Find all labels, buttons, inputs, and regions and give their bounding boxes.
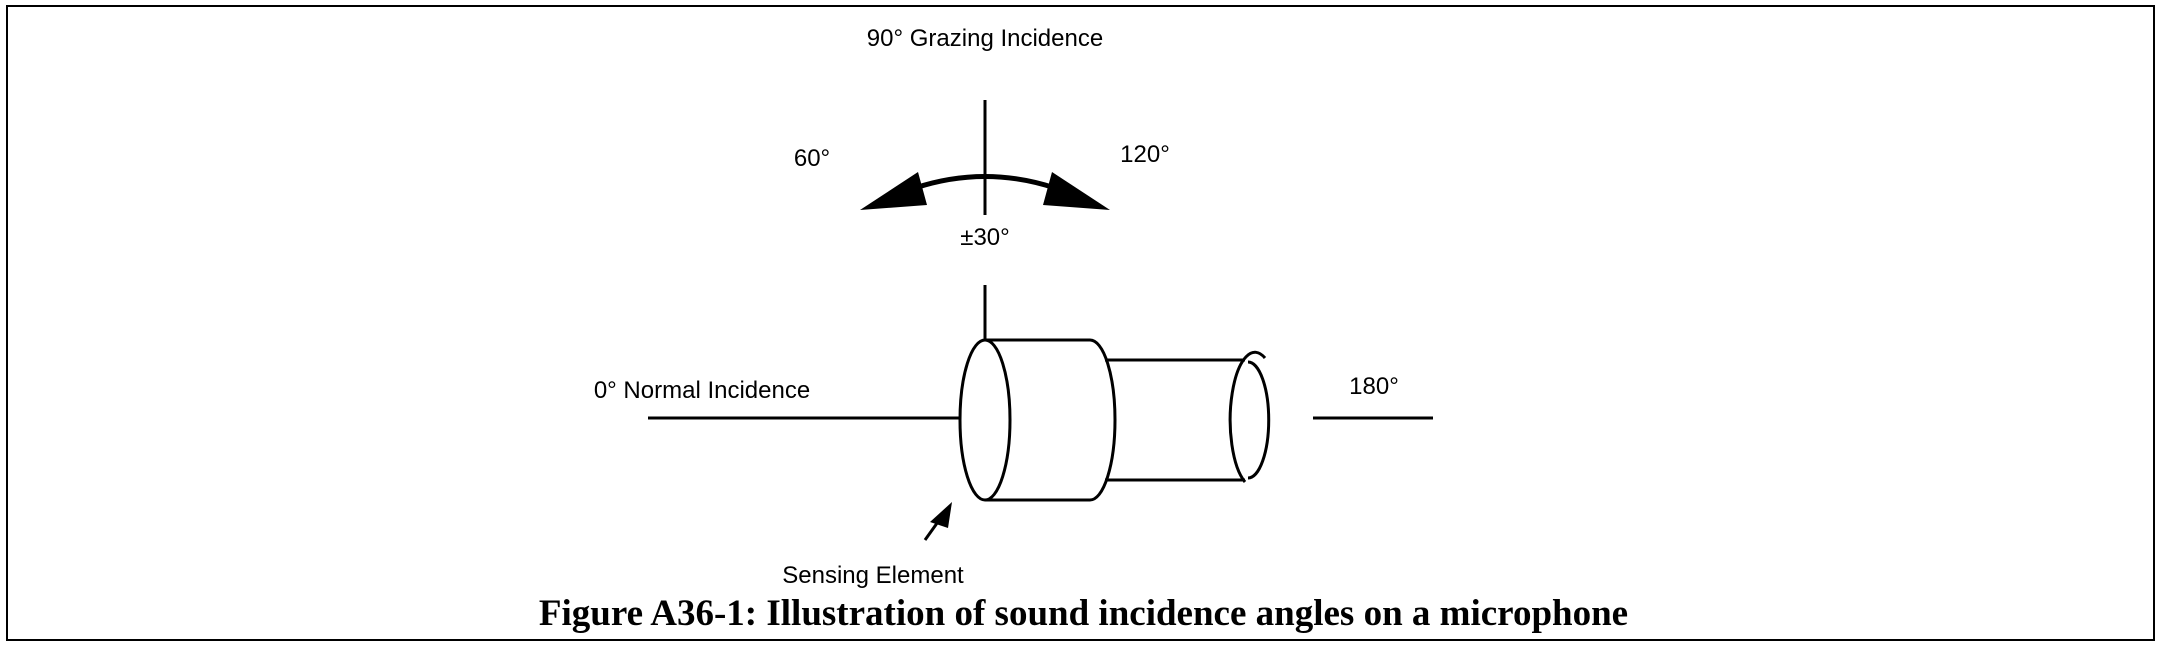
right-arrow-head (1043, 172, 1110, 210)
label-normal-incidence: 0° Normal Incidence (594, 377, 810, 404)
label-sensing-element: Sensing Element (782, 562, 964, 589)
label-60-deg: 60° (794, 145, 830, 172)
mic-front-cylinder (985, 338, 1117, 502)
figure-frame (6, 5, 2155, 641)
label-180-deg: 180° (1349, 373, 1399, 400)
mic-face (958, 338, 1012, 502)
label-120-deg: 120° (1120, 141, 1170, 168)
left-arrow-head (860, 172, 927, 210)
mic-rear-end-inner (1247, 360, 1271, 480)
figure-caption: Figure A36-1: Illustration of sound inci… (538, 593, 1629, 634)
sensing-pointer-head (930, 502, 952, 528)
label-tolerance: ±30° (960, 224, 1009, 251)
mic-rear-end (1228, 350, 1267, 483)
mic-rear-cylinder (1105, 358, 1245, 482)
label-grazing-incidence: 90° Grazing Incidence (867, 25, 1103, 52)
tolerance-arc (914, 174, 1056, 191)
